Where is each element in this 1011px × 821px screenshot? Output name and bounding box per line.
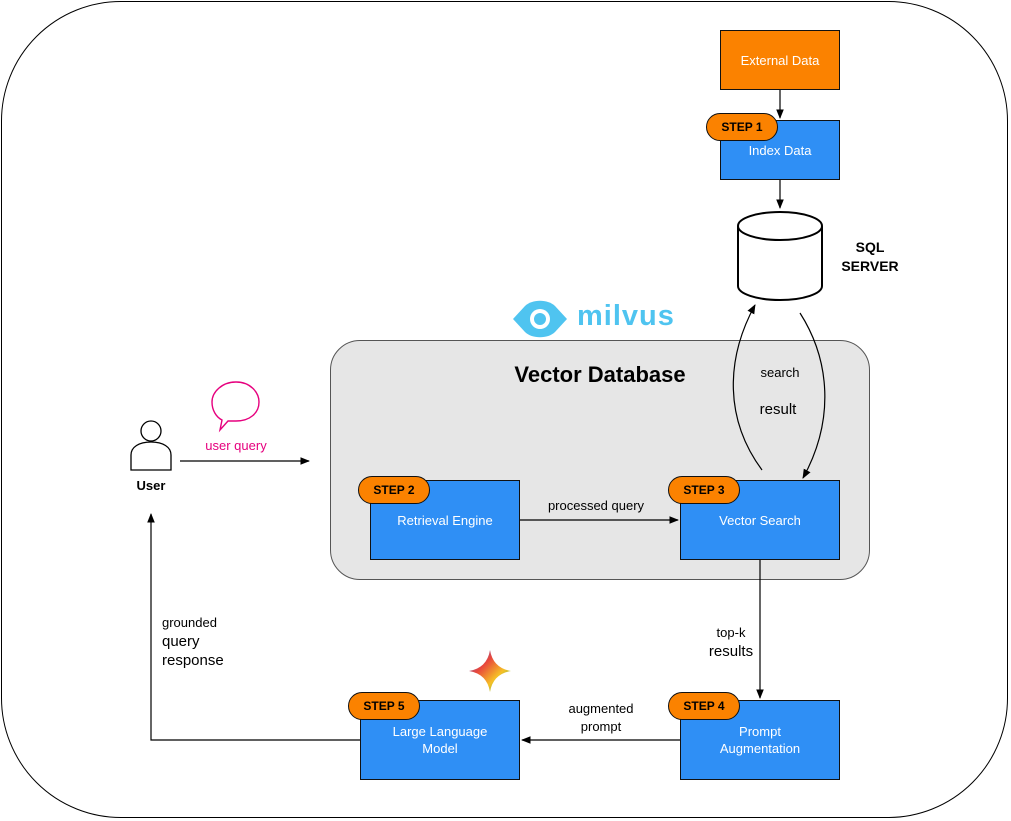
step-2-badge: STEP 2 — [358, 476, 430, 504]
grounded-line-2: query — [162, 633, 200, 650]
topk-results-label: top-k results — [696, 623, 766, 661]
external-data-node: External Data — [720, 30, 840, 90]
llm-line-2: Model — [422, 741, 458, 756]
arrow-result — [799, 312, 826, 479]
topk-line-1: top-k — [716, 625, 746, 640]
index-data-label: Index Data — [748, 142, 812, 158]
user-label: User — [136, 478, 166, 493]
topk-line-2: results — [708, 643, 754, 660]
speech-bubble-icon — [211, 381, 260, 433]
database-cylinder-icon — [737, 211, 823, 301]
step-5-badge: STEP 5 — [348, 692, 420, 720]
grounded-line-3: response — [162, 652, 224, 669]
prompt-aug-line-2: Augmentation — [719, 741, 801, 756]
user-icon — [130, 420, 172, 471]
step-4-badge: STEP 4 — [668, 692, 740, 720]
sparkle-icon — [469, 650, 511, 692]
arrow-grounded-response — [147, 513, 360, 741]
retrieval-engine-label: Retrieval Engine — [397, 512, 493, 528]
result-label: result — [759, 401, 797, 418]
user-query-label: user query — [205, 438, 267, 453]
grounded-response-label: grounded query response — [162, 613, 252, 670]
search-label: search — [760, 365, 800, 380]
milvus-eye-icon — [513, 300, 567, 338]
augmented-line-1: augmented — [568, 701, 634, 716]
grounded-line-1: grounded — [162, 615, 217, 630]
arrow-search — [732, 304, 763, 471]
augmented-line-2: prompt — [580, 719, 622, 734]
processed-query-label: processed query — [547, 498, 645, 513]
llm-line-1: Large Language — [392, 724, 488, 739]
vector-database-title: Vector Database — [514, 362, 686, 387]
milvus-logo-text: milvus — [577, 300, 675, 332]
vector-search-label: Vector Search — [719, 512, 801, 528]
external-data-label: External Data — [740, 52, 820, 68]
sql-server-label: SQL SERVER — [830, 238, 910, 276]
prompt-aug-line-1: Prompt — [739, 724, 781, 739]
step-1-badge: STEP 1 — [706, 113, 778, 141]
step-3-badge: STEP 3 — [668, 476, 740, 504]
sql-server-line-1: SQL — [855, 239, 885, 255]
augmented-prompt-label: augmented prompt — [555, 700, 647, 736]
sql-server-line-2: SERVER — [841, 258, 899, 274]
